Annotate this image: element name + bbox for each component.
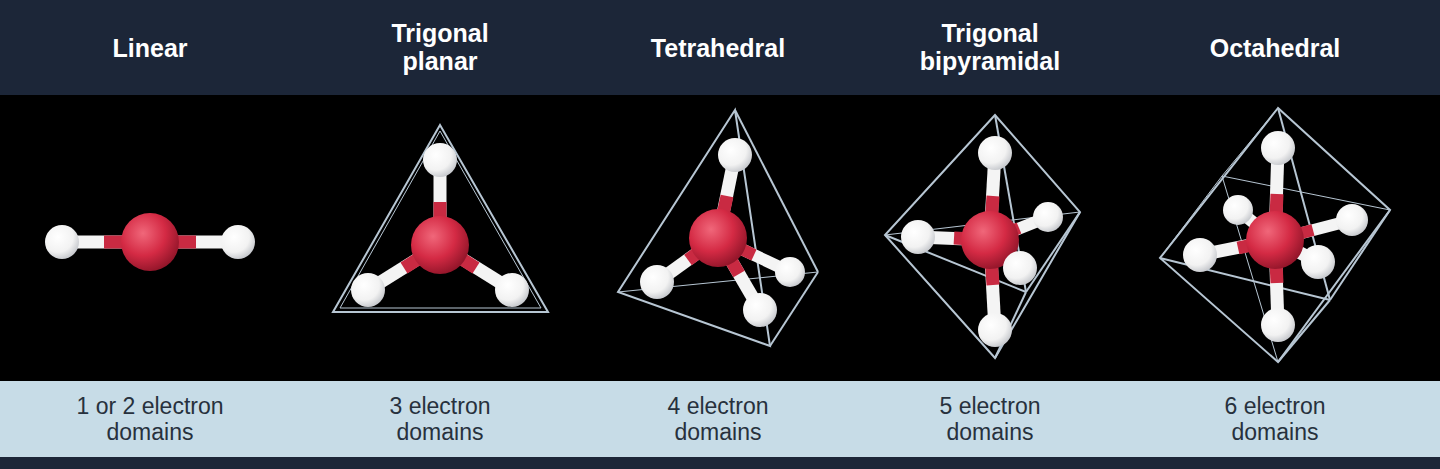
geometry-name: Trigonal planar bbox=[355, 19, 525, 77]
domain-count: 3 electron domains bbox=[350, 393, 530, 446]
domain-count: 6 electron domains bbox=[1185, 393, 1365, 446]
geometry-name: Trigonal bipyramidal bbox=[905, 19, 1075, 77]
domain-count: 4 electron domains bbox=[628, 393, 808, 446]
domain-count: 5 electron domains bbox=[900, 393, 1080, 446]
header-band bbox=[0, 0, 1440, 95]
geometry-name: Tetrahedral bbox=[618, 33, 818, 62]
header-band: Linear Trigonal planar Tetrahedral Trigonal… bbox=[0, 0, 1440, 95]
bonds bbox=[62, 148, 1352, 330]
geometry-name: Linear bbox=[50, 33, 250, 62]
footer-band bbox=[0, 381, 1440, 457]
geometry-outline bbox=[333, 108, 1390, 362]
domain-count: 1 or 2 electron domains bbox=[50, 393, 250, 446]
atoms bbox=[45, 131, 1368, 347]
bottom-strip bbox=[0, 457, 1440, 469]
geometry-name: Octahedral bbox=[1175, 33, 1375, 62]
footer-band: 1 or 2 electron domains 3 electron domain… bbox=[0, 381, 1440, 457]
